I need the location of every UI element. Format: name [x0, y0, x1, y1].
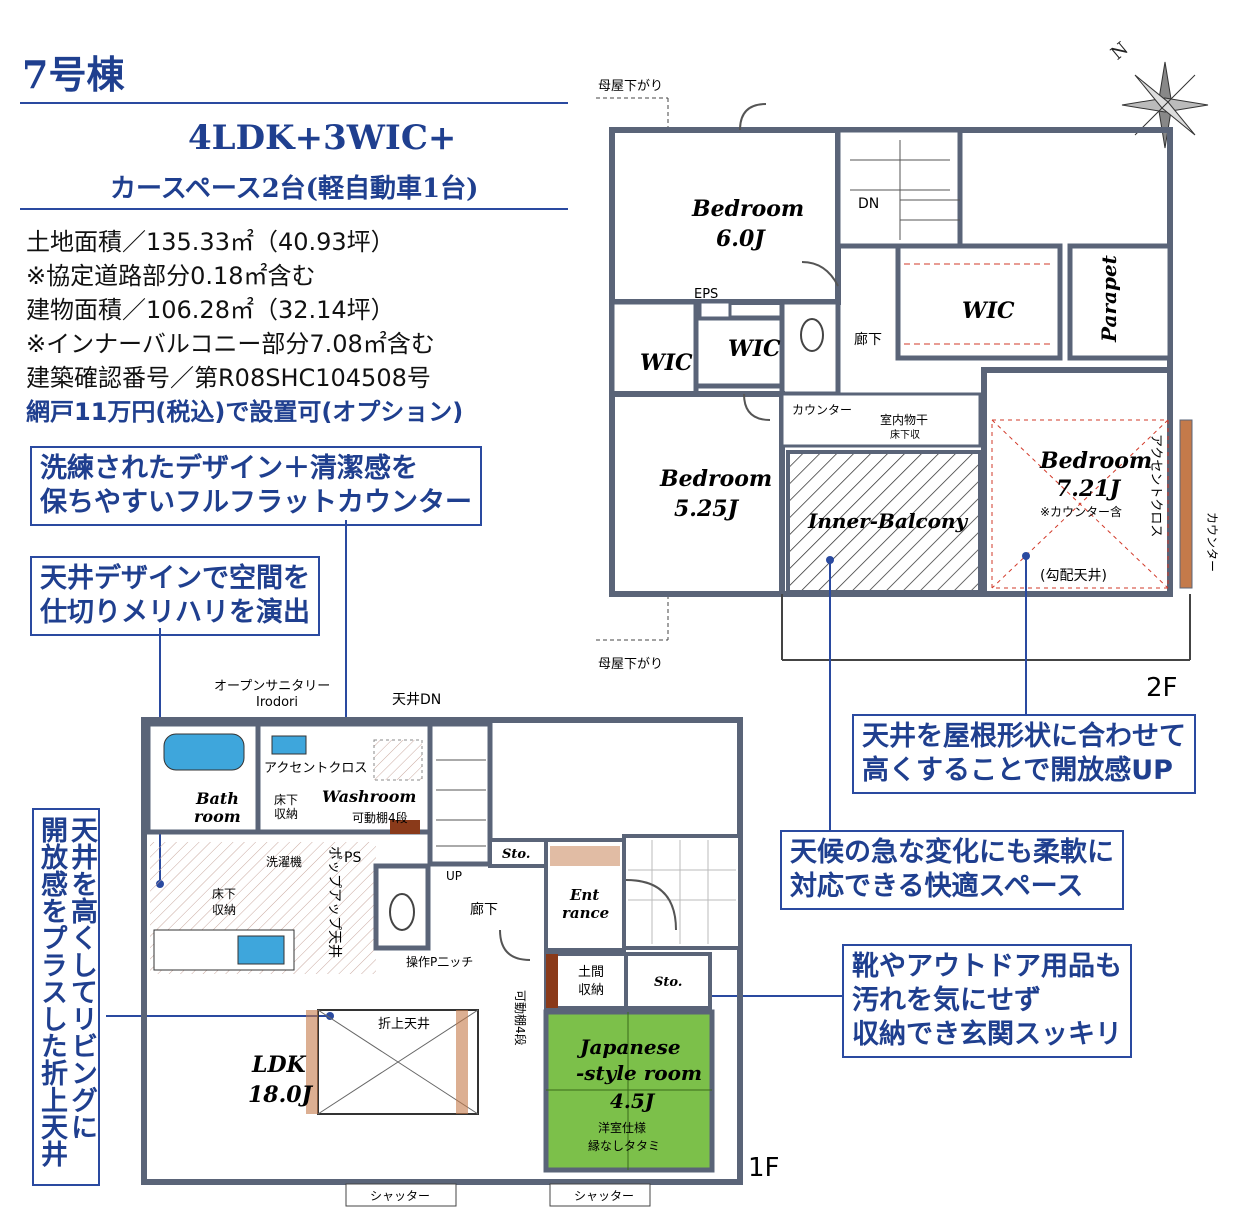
- laundry-label: 洗濯機: [266, 854, 302, 869]
- callout-roof-ceiling: 天井を屋根形状に合わせて 高くすることで開放感UP: [852, 714, 1196, 794]
- wash-floor-storage-label-2: 収納: [274, 807, 298, 821]
- accent-cross-2f-label: アクセントクロス: [1148, 434, 1163, 537]
- kitchen-storage-label: 床下: [212, 887, 236, 901]
- kitchen-storage-label-2: 収納: [212, 903, 236, 917]
- entrance-label-2: rance: [562, 904, 609, 922]
- doma-storage-label-2: 収納: [578, 983, 604, 998]
- inner-balcony-label: Inner-Balcony: [807, 509, 969, 533]
- ldk-label: LDK: [251, 1052, 307, 1078]
- wash-floor-storage-label: 床下: [274, 793, 298, 807]
- roof-top-label: 母屋下がり: [598, 79, 663, 94]
- washroom-label: Washroom: [322, 787, 416, 806]
- callout-ceiling-design: 天井デザインで空間を 仕切りメリハリを演出: [30, 556, 320, 636]
- bedroom-721-size: 7.21J: [1056, 476, 1122, 502]
- layout-rule: [20, 208, 568, 210]
- storage-1-label: Sto.: [502, 847, 530, 862]
- spec-building-area: 建物面積／106.28㎡（32.14坪）: [26, 296, 395, 324]
- counter-2f-label: カウンター: [792, 403, 852, 417]
- japanese-room-label-2: -style room: [576, 1061, 702, 1085]
- parapet-label: Parapet: [1097, 254, 1121, 343]
- bedroom-721-label: Bedroom: [1039, 448, 1152, 474]
- bedroom-6-label: Bedroom: [691, 196, 804, 222]
- hall-1f-label: 廊下: [470, 901, 498, 918]
- callout-counter: 洗練されたデザイン＋清潔感を 保ちやすいフルフラットカウンター: [30, 446, 482, 526]
- ldk-size: 18.0J: [248, 1082, 314, 1108]
- counter-side-label: カウンター: [1205, 512, 1219, 572]
- niche-label: 操作P二ッチ: [406, 954, 473, 969]
- callout-balcony: 天候の急な変化にも柔軟に 対応できる快適スペース: [780, 830, 1124, 910]
- svg-text:N: N: [1107, 38, 1133, 64]
- popup-ceiling-label: ポップアップ天井: [326, 846, 342, 958]
- layout-main: 4LDK+3WIC+: [188, 118, 457, 158]
- layout-sub: カースペース2台(軽自動車1台): [110, 174, 479, 204]
- spec-permit-number: 建築確認番号／第R08SHC104508号: [26, 364, 431, 392]
- folded-ceiling-label: 折上天井: [378, 1017, 430, 1032]
- wic-large-label: WIC: [962, 298, 1015, 324]
- tatami-label-2: 縁なしタタミ: [588, 1138, 660, 1153]
- spec-screen-option: 網戸11万円(税込)で設置可(オプション): [26, 398, 464, 426]
- bedroom-525-label: Bedroom: [659, 466, 772, 492]
- stairs-dn-label: DN: [858, 196, 879, 212]
- movable-shelf-2-label: 可動棚4段: [513, 990, 528, 1046]
- shutter-1-label: シャッター: [370, 1189, 430, 1203]
- bath-room-label: room: [194, 807, 241, 826]
- floor-2-plan: [596, 97, 1193, 661]
- tatami-label-1: 洋室仕様: [598, 1120, 646, 1135]
- spec-balcony-note: ※インナーバルコニー部分7.08㎡含む: [26, 330, 435, 358]
- hall-2f-label: 廊下: [854, 331, 882, 348]
- title-rule: [20, 102, 568, 104]
- storage-2-label: Sto.: [654, 975, 682, 990]
- sloped-ceiling-label: (勾配天井): [1040, 568, 1107, 584]
- spec-land-area: 土地面積／135.33㎡（40.93坪）: [26, 228, 395, 256]
- entrance-label-1: Ent: [569, 886, 599, 904]
- callout-shoes: 靴やアウトドア用品も 汚れを気にせず 収納でき玄関スッキリ: [842, 944, 1132, 1058]
- open-sanitary-label: オープンサニタリー: [214, 679, 330, 694]
- stairs-up-label: UP: [446, 869, 462, 883]
- bath-label: Bath: [195, 789, 239, 808]
- indoor-dry-label: 室内物干: [880, 412, 928, 427]
- irodori-label: Irodori: [256, 695, 298, 710]
- floor-1-plan: [141, 717, 743, 1207]
- eps-label: EPS: [694, 287, 718, 302]
- movable-shelf-label: 可動棚4段: [352, 810, 408, 825]
- wic-middle-label: WIC: [728, 336, 781, 362]
- bedroom-721-note: ※カウンター含: [1040, 504, 1122, 519]
- shutter-2-label: シャッター: [574, 1189, 634, 1203]
- doma-storage-label-1: 土間: [578, 965, 604, 980]
- ceiling-dn-label: 天井DN: [392, 692, 441, 708]
- indoor-dry-sub-label: 床下収: [890, 428, 920, 441]
- wic-left-label: WIC: [640, 350, 693, 376]
- roof-bottom-label: 母屋下がり: [598, 657, 663, 672]
- bedroom-6-size: 6.0J: [716, 226, 766, 252]
- accent-cross-1f-label: アクセントクロス: [264, 761, 367, 776]
- ps-label: PS: [344, 850, 361, 866]
- building-title: 7号棟: [22, 52, 125, 97]
- floor-1f-label: 1F: [748, 1153, 780, 1183]
- floor-2f-label: 2F: [1146, 673, 1178, 703]
- japanese-room-label-1: Japanese: [576, 1035, 681, 1059]
- japanese-room-size: 4.5J: [610, 1089, 656, 1113]
- bedroom-525-size: 5.25J: [674, 496, 740, 522]
- spec-road-note: ※協定道路部分0.18㎡含む: [26, 262, 316, 290]
- callout-folded-ceiling: 天井を高くしてリビングに 開放感をプラスした折上天井: [32, 808, 100, 1186]
